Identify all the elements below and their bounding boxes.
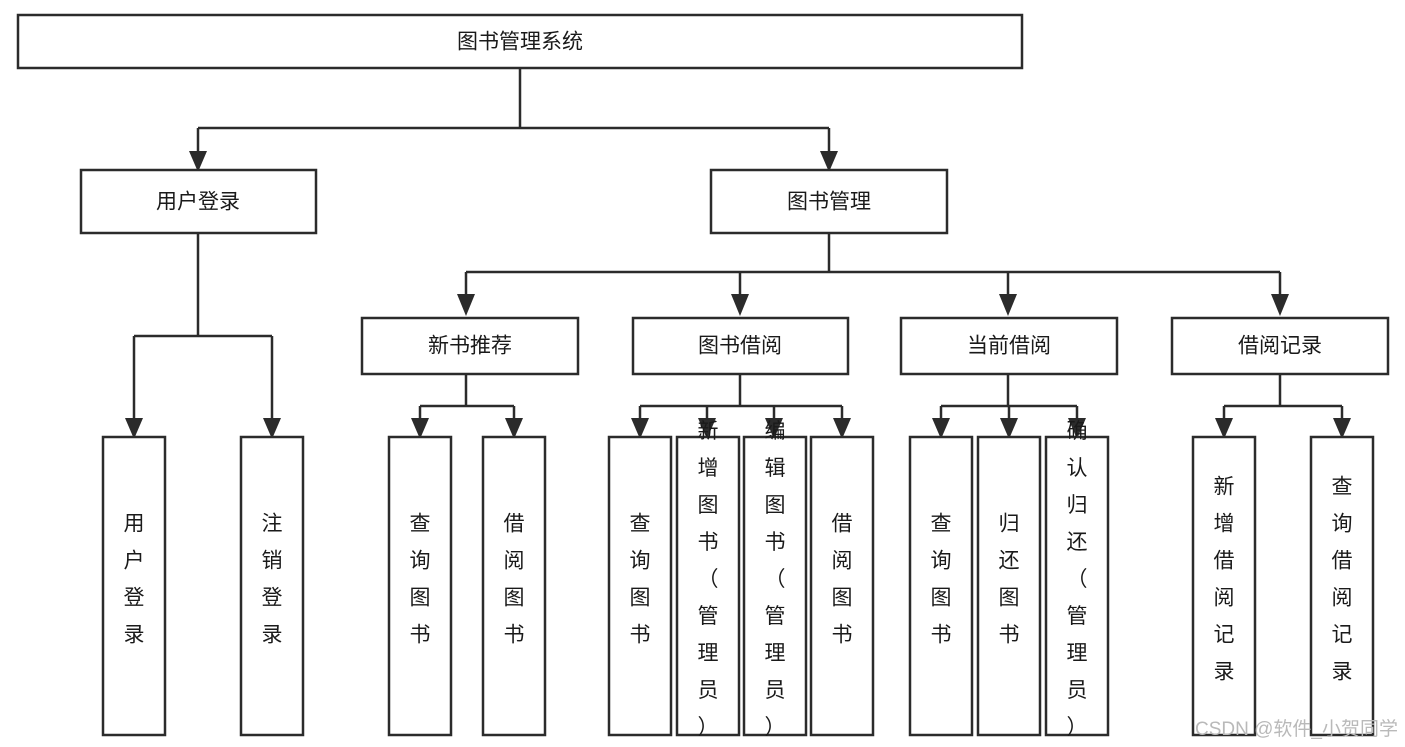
leaf-current-borrow-2-box[interactable] — [976, 435, 1042, 737]
node-book-management-box[interactable] — [709, 168, 949, 235]
leaf-user-login-1-box[interactable] — [101, 435, 167, 737]
leaf-borrow-record-2-box[interactable] — [1309, 435, 1375, 737]
connector-book-manage-to-level3 — [457, 233, 1289, 316]
leaf-borrow-record-2[interactable]: 查询借阅记录 — [1309, 435, 1375, 737]
arrow-head-nb-leaf-1 — [411, 418, 429, 439]
node-borrow-record[interactable]: 借阅记录 — [1170, 316, 1390, 376]
connector-book-borrow-to-leaves — [631, 374, 851, 439]
arrow-head-to-user-login — [189, 151, 207, 172]
arrow-head-bb-leaf-4 — [833, 418, 851, 439]
connector-current-borrow-to-leaves — [932, 374, 1086, 439]
arrow-head-to-book-manage — [820, 151, 838, 172]
leaf-book-borrow-4-label: 借阅图书 — [832, 513, 853, 647]
arrow-head-bb-leaf-2 — [698, 418, 716, 439]
node-borrow-record-label: 借阅记录 — [1238, 335, 1322, 358]
arrow-head-to-borrow-record — [1271, 294, 1289, 316]
node-root-label: 图书管理系统 — [457, 31, 583, 54]
leaf-new-book-1[interactable]: 查询图书 — [387, 435, 453, 737]
node-new-book-recommend[interactable]: 新书推荐 — [360, 316, 580, 376]
leaf-current-borrow-1-label: 查询图书 — [931, 513, 952, 647]
leaf-new-book-2-label: 借阅图书 — [504, 513, 525, 647]
leaf-book-borrow-2[interactable]: 新增图书（管理员） — [675, 420, 741, 739]
node-book-management[interactable]: 图书管理 — [709, 168, 949, 235]
leaf-current-borrow-3[interactable]: 确认归还（管理员） — [1044, 420, 1110, 739]
leaf-book-borrow-2-box[interactable] — [675, 435, 741, 737]
leaf-book-borrow-3-box[interactable] — [742, 435, 808, 737]
leaf-current-borrow-3-label: 确认归还（管理员） — [1067, 420, 1088, 739]
leaf-borrow-record-1-label: 新增借阅记录 — [1214, 476, 1235, 684]
leaf-book-borrow-1-label: 查询图书 — [630, 513, 651, 647]
watermark-label: CSDN @软件_小贺同学 — [1195, 718, 1398, 740]
node-book-borrow[interactable]: 图书借阅 — [631, 316, 850, 376]
arrow-head-cb-leaf-3 — [1068, 418, 1086, 439]
leaf-book-borrow-4-box[interactable] — [809, 435, 875, 737]
arrow-head-bb-leaf-1 — [631, 418, 649, 439]
node-current-borrow-label: 当前借阅 — [967, 335, 1051, 358]
arrow-head-nb-leaf-2 — [505, 418, 523, 439]
node-current-borrow[interactable]: 当前借阅 — [899, 316, 1119, 376]
arrow-head-bb-leaf-3 — [765, 418, 783, 439]
leaf-current-borrow-3-box[interactable] — [1044, 435, 1110, 737]
leaf-book-borrow-4[interactable]: 借阅图书 — [809, 435, 875, 737]
leaf-borrow-record-2-label: 查询借阅记录 — [1332, 476, 1353, 684]
leaf-borrow-record-1[interactable]: 新增借阅记录 — [1191, 435, 1257, 737]
node-book-borrow-box[interactable] — [631, 316, 850, 376]
arrow-head-cb-leaf-2 — [1000, 418, 1018, 439]
arrow-head-br-leaf-2 — [1333, 418, 1351, 439]
leaf-book-borrow-1[interactable]: 查询图书 — [607, 435, 673, 737]
node-user-login-label: 用户登录 — [156, 191, 240, 214]
node-borrow-record-box[interactable] — [1170, 316, 1390, 376]
connector-borrow-record-to-leaves — [1215, 374, 1351, 439]
leaf-borrow-record-1-box[interactable] — [1191, 435, 1257, 737]
leaf-user-login-2-label: 注销登录 — [262, 513, 283, 647]
connector-new-book-to-leaves — [411, 374, 523, 439]
leaf-book-borrow-3[interactable]: 编辑图书（管理员） — [742, 420, 808, 739]
leaf-new-book-1-box[interactable] — [387, 435, 453, 737]
leaf-current-borrow-2-label: 归还图书 — [999, 513, 1020, 647]
node-current-borrow-box[interactable] — [899, 316, 1119, 376]
leaf-current-borrow-2[interactable]: 归还图书 — [976, 435, 1042, 737]
node-new-book-recommend-box[interactable] — [360, 316, 580, 376]
leaf-new-book-2-box[interactable] — [481, 435, 547, 737]
arrow-head-ul-leaf-1 — [125, 418, 143, 439]
leaf-user-login-2-box[interactable] — [239, 435, 305, 737]
leaf-user-login-1-label: 用户登录 — [124, 513, 145, 647]
connector-root-to-level2 — [189, 68, 838, 172]
arrow-head-to-book-borrow — [731, 294, 749, 316]
arrow-head-to-new-book — [457, 294, 475, 316]
arrow-head-br-leaf-1 — [1215, 418, 1233, 439]
node-root[interactable]: 图书管理系统 — [16, 13, 1024, 70]
arrow-head-cb-leaf-1 — [932, 418, 950, 439]
leaf-new-book-2[interactable]: 借阅图书 — [481, 435, 547, 737]
node-user-login-box[interactable] — [79, 168, 318, 235]
node-root-box[interactable] — [16, 13, 1024, 70]
leaf-current-borrow-1-box[interactable] — [908, 435, 974, 737]
node-book-management-label: 图书管理 — [787, 191, 871, 214]
leaf-book-borrow-2-label: 新增图书（管理员） — [698, 420, 719, 739]
leaf-book-borrow-3-label: 编辑图书（管理员） — [765, 420, 786, 739]
connector-user-login-to-leaves — [125, 233, 281, 439]
leaf-book-borrow-1-box[interactable] — [607, 435, 673, 737]
leaf-new-book-1-label: 查询图书 — [410, 513, 431, 647]
leaf-current-borrow-1[interactable]: 查询图书 — [908, 435, 974, 737]
arrow-head-to-current-borrow — [999, 294, 1017, 316]
node-new-book-recommend-label: 新书推荐 — [428, 335, 512, 358]
leaf-user-login-2[interactable]: 注销登录 — [239, 435, 305, 737]
node-book-borrow-label: 图书借阅 — [698, 335, 782, 358]
leaf-user-login-1[interactable]: 用户登录 — [101, 435, 167, 737]
arrow-head-ul-leaf-2 — [263, 418, 281, 439]
node-user-login[interactable]: 用户登录 — [79, 168, 318, 235]
